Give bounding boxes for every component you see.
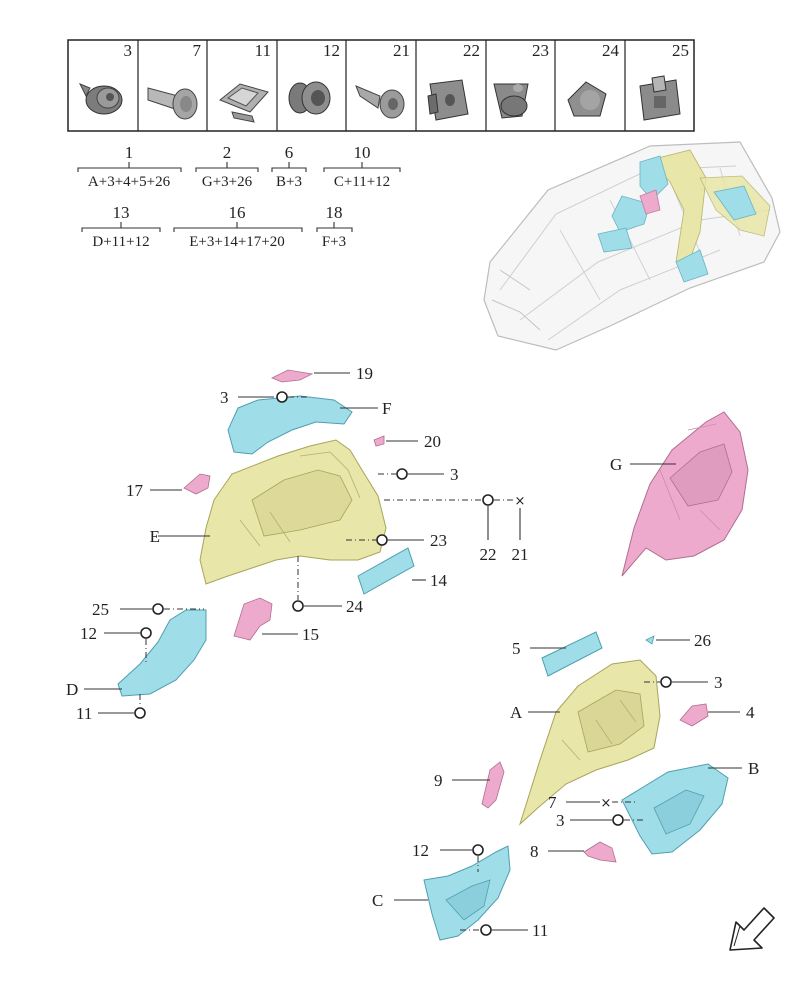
kit-formula-6: B+3	[276, 174, 302, 190]
callout-e: E	[150, 527, 160, 546]
callout-11-right: 11	[532, 921, 548, 940]
fastener-ring	[276, 391, 288, 403]
square-nut-icon	[427, 79, 469, 121]
part-8	[583, 841, 617, 863]
cross-marker: ×	[515, 494, 526, 509]
callout-b: B	[748, 759, 759, 778]
callout-19: 19	[356, 364, 373, 383]
fastener-number-24: 24	[602, 41, 620, 60]
fastener-table: 3 7 11 12 21 22 23 24 25	[67, 39, 695, 132]
callout-24: 24	[346, 597, 364, 616]
right-upper-assembly: G	[610, 411, 749, 577]
fastener-number-3: 3	[124, 41, 133, 60]
callout-3-mid: 3	[450, 465, 459, 484]
callout-15: 15	[302, 625, 319, 644]
spring-clip-icon	[219, 83, 269, 123]
kit-formula-13: D+11+12	[92, 234, 149, 250]
push-clip-icon	[78, 83, 123, 115]
part-9	[481, 761, 505, 809]
screw-icon	[147, 87, 198, 120]
callout-a: A	[510, 703, 523, 722]
kit-formula-16: E+3+14+17+20	[189, 234, 285, 250]
callout-20: 20	[424, 432, 441, 451]
callout-17: 17	[126, 481, 144, 500]
callout-21: 21	[512, 545, 529, 564]
kit-number-10: 10	[354, 143, 371, 162]
fastener-number-12: 12	[323, 41, 340, 60]
callout-9: 9	[434, 771, 443, 790]
direction-arrow-icon	[729, 907, 775, 951]
rivet-nut-icon	[493, 83, 529, 119]
kit-number-18: 18	[326, 203, 343, 222]
right-lower-assembly: 5 26 3 A 4 9 B × 7 3	[372, 631, 759, 941]
cap-nut-icon	[567, 81, 607, 117]
callout-3-right-top: 3	[714, 673, 723, 692]
callout-4: 4	[746, 703, 755, 722]
callout-8: 8	[530, 842, 539, 861]
kit-number-6: 6	[285, 143, 294, 162]
kit-number-13: 13	[113, 203, 130, 222]
retainer-icon	[288, 81, 331, 115]
part-20	[373, 435, 385, 447]
car-body-illustration	[483, 141, 781, 351]
pin-clip-icon	[355, 85, 405, 119]
square-clip-icon	[639, 75, 681, 121]
fastener-number-7: 7	[193, 41, 202, 60]
callout-26: 26	[694, 631, 711, 650]
kit-number-1: 1	[125, 143, 134, 162]
part-19	[271, 369, 314, 383]
fastener-number-25: 25	[672, 41, 689, 60]
callout-c: C	[372, 891, 383, 910]
fastener-number-23: 23	[532, 41, 549, 60]
callout-d: D	[66, 680, 78, 699]
cross-marker-right: ×	[601, 796, 612, 811]
kit-formula-2: G+3+26	[202, 174, 253, 190]
kit-number-2: 2	[223, 143, 232, 162]
part-4	[679, 703, 709, 727]
callout-11-left: 11	[76, 704, 92, 723]
callout-25: 25	[92, 600, 109, 619]
kit-formula-18: F+3	[322, 234, 346, 250]
callout-3-right-bottom: 3	[556, 811, 565, 830]
part-14	[357, 547, 415, 595]
callout-14: 14	[430, 571, 448, 590]
callout-g: G	[610, 455, 622, 474]
fastener-number-21: 21	[393, 41, 410, 60]
part-26	[645, 635, 655, 645]
callout-3-top: 3	[220, 388, 229, 407]
callout-12-right: 12	[412, 841, 429, 860]
kit-number-16: 16	[229, 203, 246, 222]
callout-23: 23	[430, 531, 447, 550]
kit-formulas: 1 A+3+4+5+26 2 G+3+26 6 B+3 10 C+11+12 1…	[77, 143, 401, 250]
left-assembly: 19 3 F 20 3 × 22 21 23 E	[66, 364, 529, 723]
callout-7: 7	[548, 793, 557, 812]
kit-formula-10: C+11+12	[334, 174, 390, 190]
callout-12-left: 12	[80, 624, 97, 643]
callout-5: 5	[512, 639, 521, 658]
part-15	[233, 597, 273, 641]
kit-formula-1: A+3+4+5+26	[88, 174, 171, 190]
part-5	[541, 631, 603, 677]
callout-22: 22	[480, 545, 497, 564]
part-f	[227, 395, 353, 455]
fastener-number-22: 22	[463, 41, 480, 60]
part-17	[183, 473, 211, 495]
callout-f: F	[382, 399, 391, 418]
part-d	[117, 609, 207, 697]
fastener-number-11: 11	[255, 41, 271, 60]
